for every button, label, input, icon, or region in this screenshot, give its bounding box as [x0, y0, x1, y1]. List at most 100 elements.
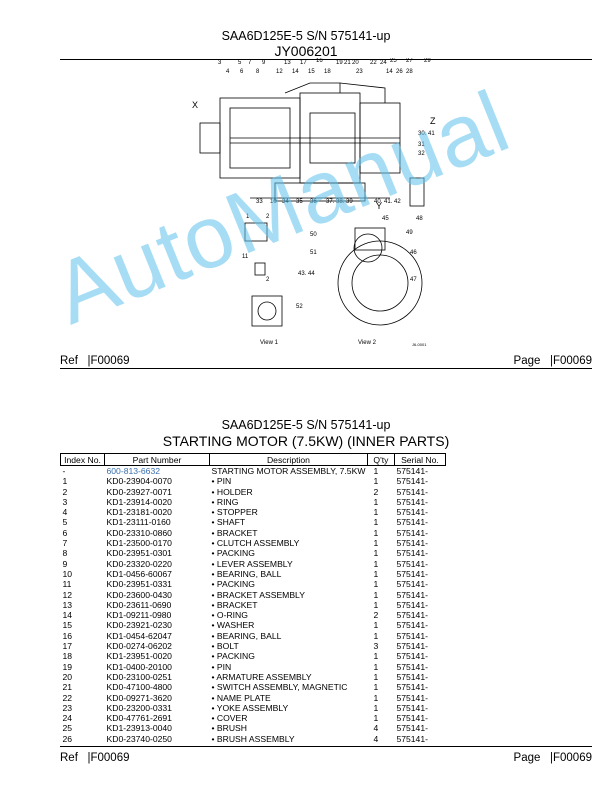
- cell-index: 21: [62, 682, 73, 693]
- cell-qty: 1: [373, 651, 379, 662]
- cell-qty: 1: [373, 589, 379, 600]
- cell-index: 1: [62, 476, 68, 487]
- cell-serial: 575141-: [396, 517, 428, 528]
- cell-description: • LEVER ASSEMBLY: [211, 558, 293, 569]
- cell-part-number[interactable]: 600-813-6632: [106, 466, 161, 476]
- view2-caption: View 2: [358, 340, 377, 346]
- callout-5: 5: [238, 60, 242, 66]
- cell-index: 15: [62, 620, 73, 631]
- cell-description: • PACKING: [211, 579, 255, 590]
- cell-qty: 1: [373, 620, 379, 631]
- cell-qty: 1: [373, 682, 379, 693]
- svg-text:2: 2: [266, 277, 270, 283]
- cell-description: • YOKE ASSEMBLY: [211, 702, 289, 713]
- cell-part-number: KD0-23740-0250: [106, 733, 172, 744]
- cell-serial: 575141-: [396, 610, 428, 621]
- cell-index: 14: [62, 610, 73, 621]
- cell-serial: 575141-: [396, 496, 428, 507]
- view1-caption: View 1: [260, 340, 279, 346]
- svg-text:36: 36: [310, 199, 317, 205]
- callout-2: 2: [266, 214, 270, 220]
- callout-8: 8: [256, 69, 260, 75]
- cell-index: -: [62, 466, 66, 476]
- cell-part-number: KD0-47100-4800: [106, 682, 172, 693]
- view-label-z: Z: [430, 116, 436, 126]
- callout-11: 11: [242, 254, 249, 260]
- svg-text:40. 41. 42: 40. 41. 42: [374, 199, 401, 205]
- cell-qty: 2: [373, 610, 379, 621]
- cell-part-number: KD1-0454-62047: [106, 630, 172, 641]
- cell-description: • PACKING: [211, 651, 255, 662]
- cell-qty: 1: [373, 661, 379, 672]
- callout-20: 20: [352, 60, 359, 66]
- cell-part-number: KD1-23951-0020: [106, 651, 172, 662]
- callout-52: 52: [296, 304, 303, 310]
- cell-part-number: KD1-0456-60067: [106, 568, 172, 579]
- callout-23: 23: [356, 69, 363, 75]
- cell-qty: 1: [373, 568, 379, 579]
- cell-qty: 1: [373, 538, 379, 549]
- callout-27: 27: [406, 58, 413, 64]
- callout-29: 29: [424, 58, 431, 64]
- callout-17: 17: [300, 60, 307, 66]
- cell-description: • HOLDER: [211, 486, 253, 497]
- cell-description: • BRACKET: [211, 527, 258, 538]
- cell-serial: 575141-: [396, 620, 428, 631]
- cell-index: 11: [62, 579, 72, 590]
- cell-index: 8: [62, 548, 68, 559]
- cell-index: 25: [62, 723, 73, 734]
- cell-description: STARTING MOTOR ASSEMBLY, 7.5KW: [211, 466, 366, 476]
- cell-index: 24: [62, 713, 73, 724]
- svg-text:34: 34: [282, 199, 289, 205]
- cell-part-number: KD0-23200-0331: [106, 702, 172, 713]
- svg-text:37. 38. 39: 37. 38. 39: [326, 199, 353, 205]
- cell-serial: 575141-: [396, 486, 428, 497]
- col-description: Description: [209, 453, 368, 466]
- cell-part-number: KD0-0274-06202: [106, 641, 172, 652]
- cell-part-number: KD0-23600-0430: [106, 589, 172, 600]
- cell-part-number: KD0-23320-0220: [106, 558, 172, 569]
- cell-index: 12: [62, 589, 73, 600]
- cell-serial: 575141-: [396, 589, 428, 600]
- callout-28: 28: [406, 69, 413, 75]
- callout-19: 19: [336, 60, 343, 66]
- cell-qty: 1: [373, 671, 379, 682]
- cell-index: 10: [62, 568, 73, 579]
- page-model-line: SAA6D125E-5 S/N 575141-up: [221, 29, 391, 43]
- cell-serial: 575141-: [396, 723, 428, 734]
- cell-serial: 575141-: [396, 641, 428, 652]
- cell-part-number: KD1-09211-0980: [106, 610, 172, 621]
- callout-14: 14: [292, 69, 299, 75]
- cell-description: • NAME PLATE: [211, 692, 271, 703]
- callout-12: 12: [276, 69, 283, 75]
- cell-description: • BRACKET: [211, 599, 258, 610]
- cell-index: 13: [62, 599, 73, 610]
- cell-part-number: KD0-23310-0860: [106, 527, 172, 538]
- callout-47: 47: [410, 277, 417, 283]
- svg-text:J6-0001: J6-0001: [412, 342, 427, 347]
- cell-qty: 1: [373, 599, 379, 610]
- cell-part-number: KD0-23921-0230: [106, 620, 172, 631]
- drawing-code: JY006201: [274, 43, 338, 59]
- cell-description: • PIN: [211, 661, 232, 672]
- cell-serial: 575141-: [396, 682, 428, 693]
- cell-serial: 575141-: [396, 671, 428, 682]
- cell-serial: 575141-: [396, 538, 428, 549]
- cell-description: • BRUSH: [211, 723, 247, 734]
- cell-description: • SHAFT: [211, 517, 246, 528]
- cell-part-number: KD0-23927-0071: [106, 486, 172, 497]
- cell-index: 2: [62, 486, 68, 497]
- cell-serial: 575141-: [396, 630, 428, 641]
- cell-qty: 3: [373, 641, 379, 652]
- cell-part-number: KD1-23181-0020: [106, 507, 172, 518]
- cell-serial: 575141-: [396, 507, 428, 518]
- cell-serial: 575141-: [396, 702, 428, 713]
